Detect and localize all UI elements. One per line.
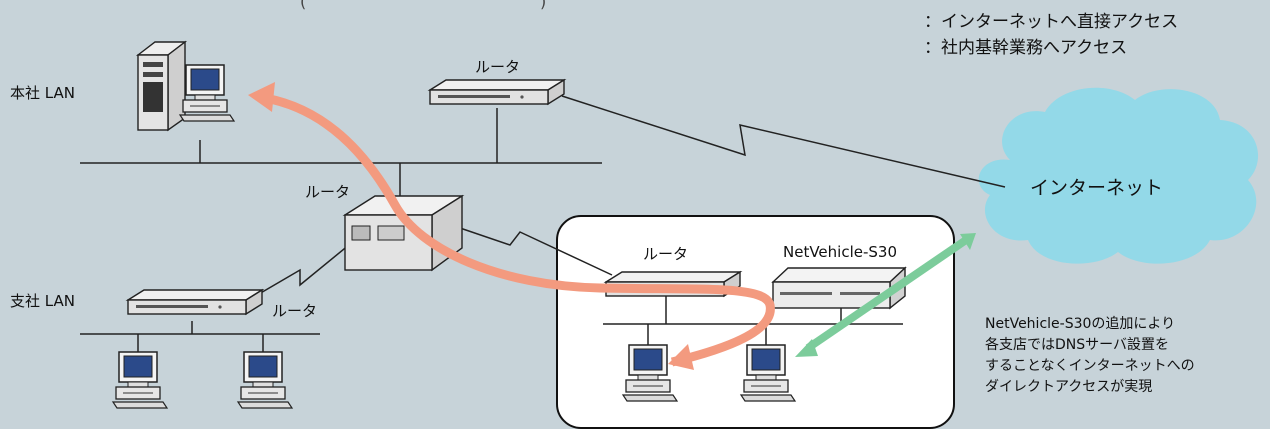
note-line-2: 各支店ではDNSサーバ設置を [985, 337, 1169, 353]
internet-cloud [978, 87, 1259, 264]
shop-lan-line [603, 296, 903, 345]
router-branch-label: ルータ [272, 302, 318, 320]
note-line-1: NetVehicle-S30の追加により [985, 316, 1176, 332]
hq-pc [179, 64, 235, 122]
wan-links [239, 95, 1006, 306]
note-line-3: することなくインターネットへの [985, 358, 1195, 374]
legend-internet-access: ：インターネットへ直接アクセス [924, 12, 1179, 32]
router-branch [127, 289, 263, 315]
router-top [429, 79, 565, 105]
cutoff-header-fragment: ( ) [300, 0, 546, 11]
router-shop-label: ルータ [643, 245, 689, 263]
core-access-arrow [248, 82, 775, 370]
svg-text:(: ( [300, 0, 306, 11]
router-center-label: ルータ [305, 183, 351, 201]
netvehicle-device [771, 266, 907, 310]
branch-lan-label: 支社 LAN [10, 292, 75, 310]
svg-text:): ) [540, 0, 546, 11]
router-top-label: ルータ [475, 58, 521, 76]
internet-access-arrow [795, 233, 976, 357]
hq-server [135, 40, 188, 132]
note-line-4: ダイレクトアクセスが実現 [985, 379, 1153, 395]
branch-pc-1 [112, 351, 168, 409]
router-center [342, 194, 465, 272]
netvehicle-label: NetVehicle-S30 [783, 243, 897, 261]
branch-pc-2 [237, 351, 293, 409]
branch-lan-line [80, 321, 320, 352]
legend-core-access: ：社内基幹業務へアクセス [924, 38, 1128, 58]
hq-lan-label: 本社 LAN [10, 84, 75, 102]
internet-label: インターネット [1030, 177, 1164, 199]
